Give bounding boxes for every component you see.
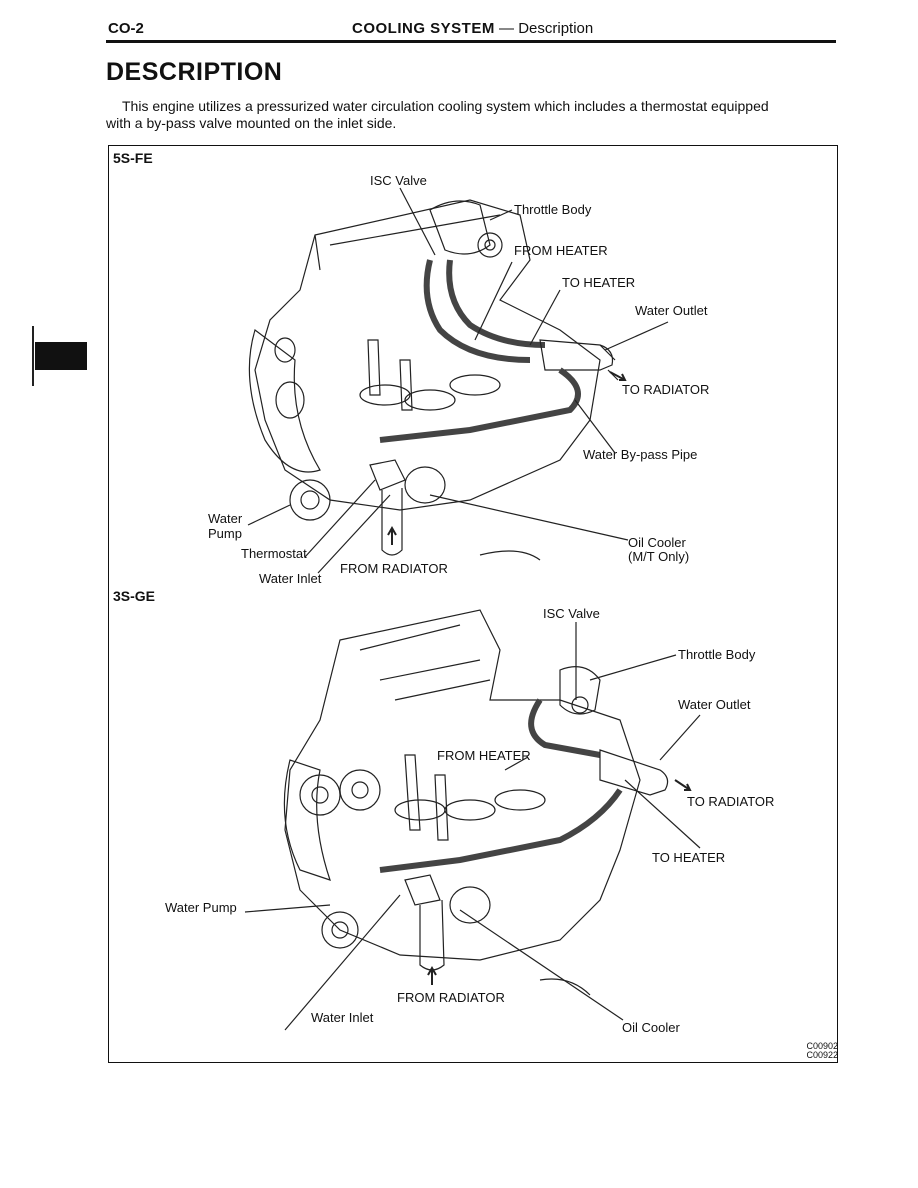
callout-isc-valve: ISC Valve <box>370 173 427 188</box>
callout-bypass-pipe: Water By-pass Pipe <box>583 447 698 462</box>
callout-to-radiator: TO RADIATOR <box>622 382 710 397</box>
callout-water-pump-3sge: Water Pump <box>165 900 237 915</box>
callout-to-heater: TO HEATER <box>562 275 636 290</box>
callout-oil-cooler-line2: (M/T Only) <box>628 549 690 564</box>
callout-thermostat: Thermostat <box>241 546 307 561</box>
callout-oil-cooler-line1: Oil Cooler <box>628 535 686 550</box>
callout-throttle-body-3sge: Throttle Body <box>678 647 756 662</box>
callout-oil-cooler-3sge: Oil Cooler <box>622 1020 680 1035</box>
page-title: DESCRIPTION <box>106 58 283 86</box>
engine-label-5sfe: 5S-FE <box>113 150 153 166</box>
section-title: COOLING SYSTEM <box>352 20 495 37</box>
engine-3sge-drawing <box>244 609 701 1031</box>
engine-5sfe-drawing <box>247 187 669 574</box>
engine-label-3sge: 3S-GE <box>113 588 156 604</box>
callout-isc-valve-3sge: ISC Valve <box>543 606 600 621</box>
callout-to-radiator-3sge: TO RADIATOR <box>687 794 775 809</box>
chapter-tab-marker <box>35 342 87 370</box>
callout-water-pump-line1: Water <box>208 511 243 526</box>
callout-water-inlet: Water Inlet <box>259 571 322 586</box>
intro-paragraph: This engine utilizes a pressurized water… <box>106 98 836 132</box>
figure-frame <box>108 145 838 1063</box>
running-header: COOLING SYSTEM — Description <box>352 20 593 37</box>
callout-water-pump-line2: Pump <box>208 526 242 541</box>
intro-line-1: This engine utilizes a pressurized water… <box>122 98 769 114</box>
callout-from-heater: FROM HEATER <box>514 243 608 258</box>
page-code: CO-2 <box>108 20 144 37</box>
header-dash: — <box>499 20 515 37</box>
header-rule <box>106 40 836 43</box>
callout-water-inlet-3sge: Water Inlet <box>311 1010 374 1025</box>
subsection-title: Description <box>518 20 594 37</box>
margin-line <box>32 326 34 386</box>
figure-code-1: C00902 <box>806 1041 838 1051</box>
callout-from-heater-3sge: FROM HEATER <box>437 748 531 763</box>
callout-water-outlet: Water Outlet <box>635 303 708 318</box>
intro-line-2: with a by-pass valve mounted on the inle… <box>106 115 397 131</box>
callout-from-radiator: FROM RADIATOR <box>340 561 448 576</box>
callout-water-outlet-3sge: Water Outlet <box>678 697 751 712</box>
callout-to-heater-3sge: TO HEATER <box>652 850 726 865</box>
callout-throttle-body: Throttle Body <box>514 202 592 217</box>
callout-from-radiator-3sge: FROM RADIATOR <box>397 990 505 1005</box>
figure-code-2: C00922 <box>806 1050 838 1060</box>
